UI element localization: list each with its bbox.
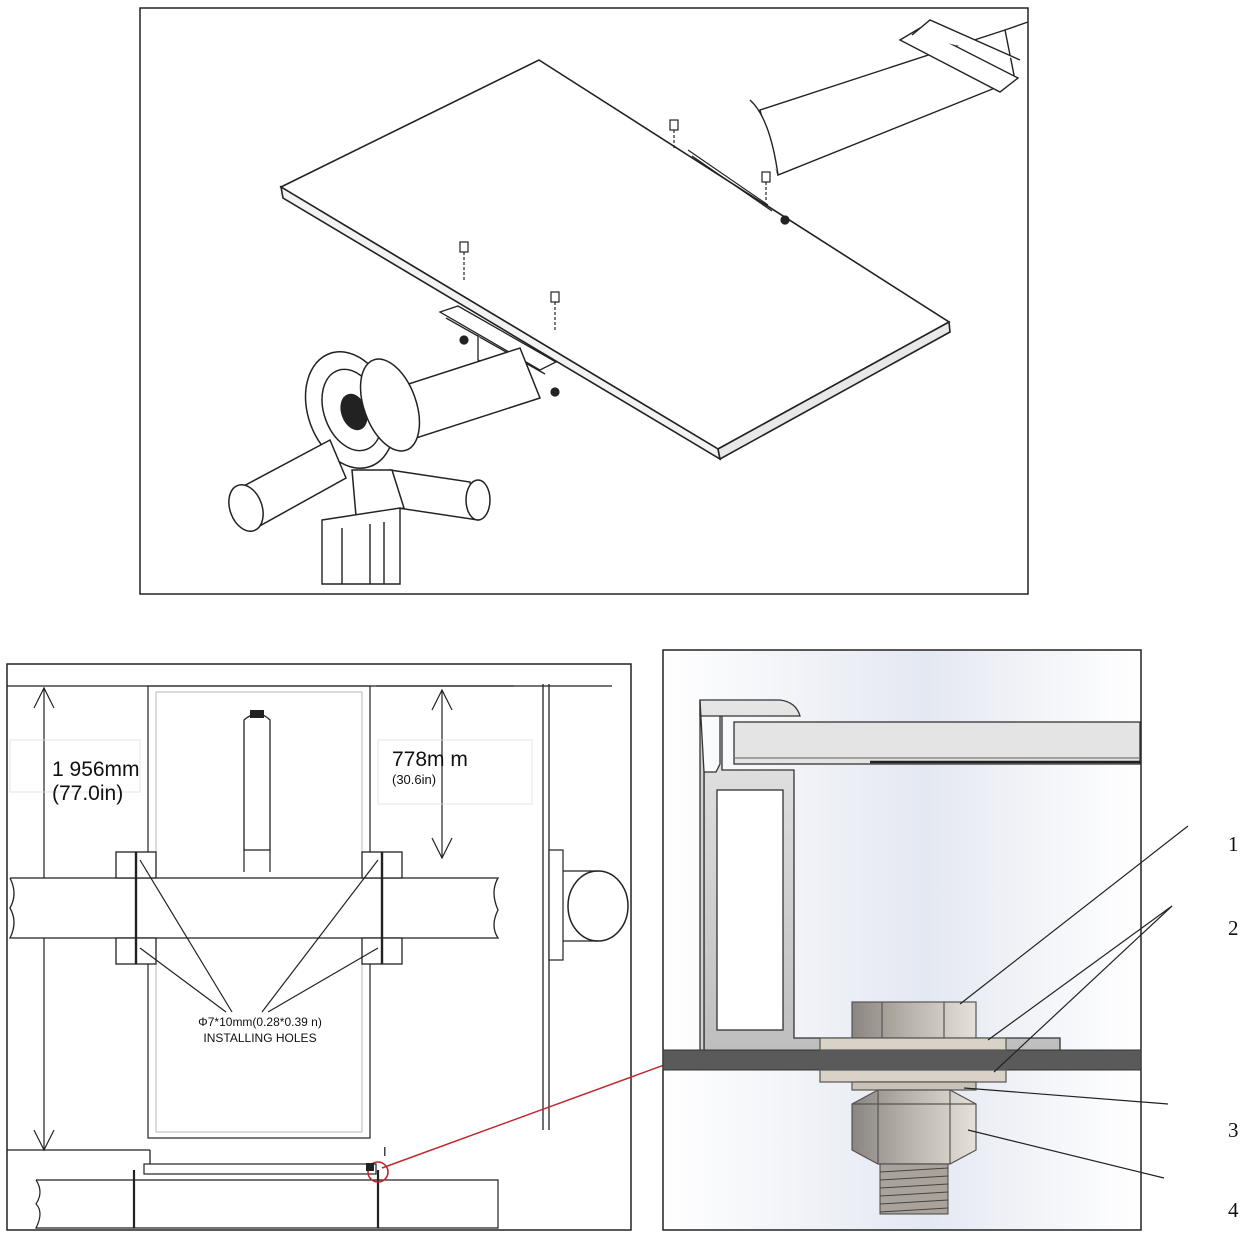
- bolts-top: [459, 119, 771, 397]
- panel-dimension-label: 778m m (30.6in): [392, 748, 468, 787]
- support-post: [321, 507, 401, 585]
- detail-marker: I: [383, 1144, 387, 1159]
- top-nut: [819, 1001, 1007, 1051]
- height-in: (77.0in): [52, 782, 124, 805]
- base-plate: [662, 1049, 1142, 1071]
- installing-holes-label: Φ7*10mm(0.28*0.39 n) INSTALLING HOLES: [162, 1014, 358, 1046]
- panel-mm: 778m m: [392, 748, 468, 771]
- bolt-detail-view: [662, 649, 1189, 1231]
- panel-in: (30.6in): [392, 772, 437, 787]
- callout-3: 3: [1228, 1118, 1239, 1142]
- callout-1: 1: [1228, 832, 1239, 856]
- top-rail: [687, 149, 790, 225]
- leader-lines: [959, 825, 1189, 1179]
- isometric-view: [139, 7, 1029, 595]
- bolt-thread: [879, 1163, 949, 1215]
- bottom-nut: [819, 1069, 1007, 1165]
- height-dimension-label: 1 956mm (77.0in): [52, 758, 140, 806]
- slew-drive: [228, 347, 541, 532]
- solar-panel: [279, 59, 951, 461]
- rear-torque-tube: [749, 19, 1029, 176]
- callout-2: 2: [1228, 916, 1239, 940]
- rail-profile: [699, 699, 1141, 1061]
- plan-view: [6, 663, 632, 1231]
- height-mm: 1 956mm: [52, 758, 140, 781]
- holes-caption: INSTALLING HOLES: [203, 1031, 317, 1045]
- callout-4: 4: [1228, 1198, 1239, 1222]
- holes-size: Φ7*10mm(0.28*0.39 n): [198, 1015, 322, 1029]
